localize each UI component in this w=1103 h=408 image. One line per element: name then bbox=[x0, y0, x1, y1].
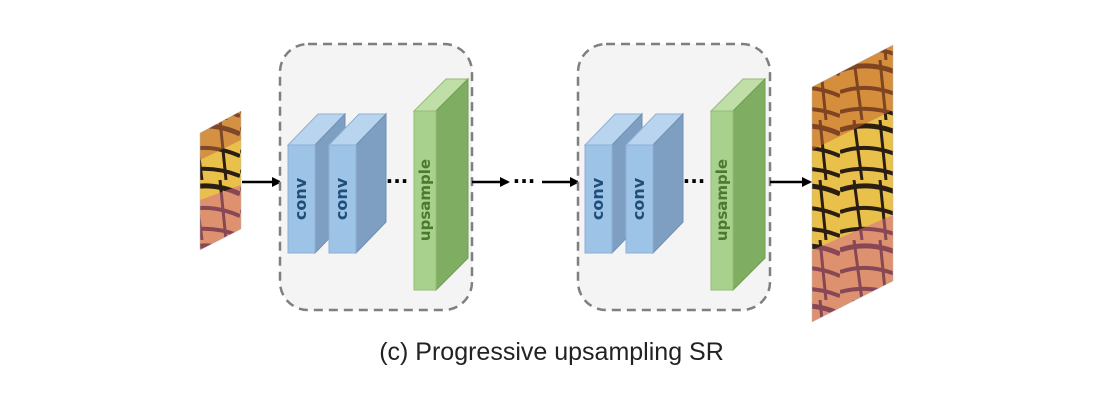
stage-2-upsample-label: upsample bbox=[713, 159, 731, 241]
stage-2-conv-1-label: conv bbox=[588, 177, 607, 220]
stage-2: conv conv ··· upsample bbox=[576, 42, 772, 312]
input-image bbox=[199, 110, 242, 251]
figure-caption: (c) Progressive upsampling SR bbox=[379, 338, 724, 366]
stage-1-conv-1-label: conv bbox=[291, 177, 310, 220]
stage-1-conv-2-label: conv bbox=[332, 177, 351, 220]
output-image bbox=[811, 44, 894, 323]
stage-1-ellipsis: ··· bbox=[386, 169, 409, 193]
stage-1-conv-block-2: conv bbox=[327, 112, 388, 255]
between-stages-ellipsis: ··· bbox=[513, 169, 536, 193]
stage-2-ellipsis: ··· bbox=[683, 169, 706, 193]
stage-2-conv-2-label: conv bbox=[629, 177, 648, 220]
stage-2-upsample-block: upsample bbox=[709, 77, 767, 292]
stage-1-upsample-label: upsample bbox=[416, 159, 434, 241]
stage-1: conv conv ··· upsample bbox=[278, 42, 474, 312]
stage-2-conv-block-2: conv bbox=[624, 112, 685, 255]
progressive-upsampling-diagram: conv conv ··· upsample ··· conv bbox=[199, 42, 894, 323]
stage-1-upsample-block: upsample bbox=[412, 77, 470, 292]
